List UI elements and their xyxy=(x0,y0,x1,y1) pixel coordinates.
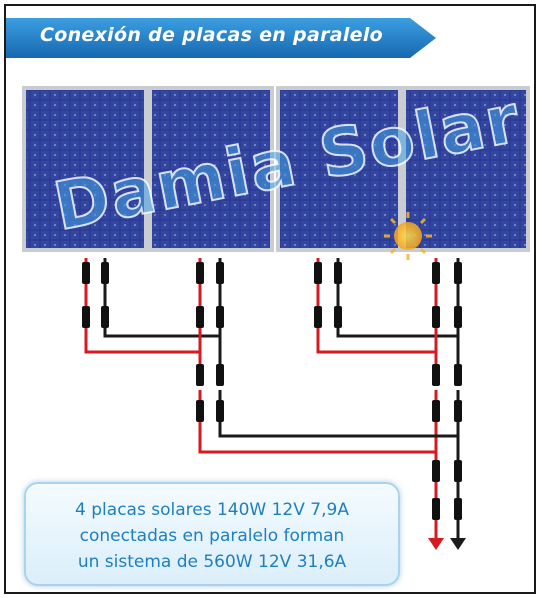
diagram-title: Conexión de placas en paralelo xyxy=(40,24,384,46)
sun-icon xyxy=(384,212,432,260)
title-banner xyxy=(6,18,436,58)
solar-panel xyxy=(148,86,274,252)
output-arrows xyxy=(428,538,466,550)
caption-line-1: 4 placas solares 140W 12V 7,9A xyxy=(75,500,349,520)
solar-panel xyxy=(22,86,148,252)
caption-line-2: conectadas en paralelo forman xyxy=(79,526,345,546)
negative-arrow-icon xyxy=(450,538,466,550)
positive-arrow-icon xyxy=(428,538,444,550)
solar-panel xyxy=(276,86,402,252)
caption-line-3: un sistema de 560W 12V 31,6A xyxy=(77,552,347,572)
solar-panels xyxy=(22,86,530,252)
solar-panel xyxy=(402,86,530,252)
caption-box: 4 placas solares 140W 12V 7,9A conectada… xyxy=(24,482,400,586)
connectors xyxy=(82,262,462,520)
